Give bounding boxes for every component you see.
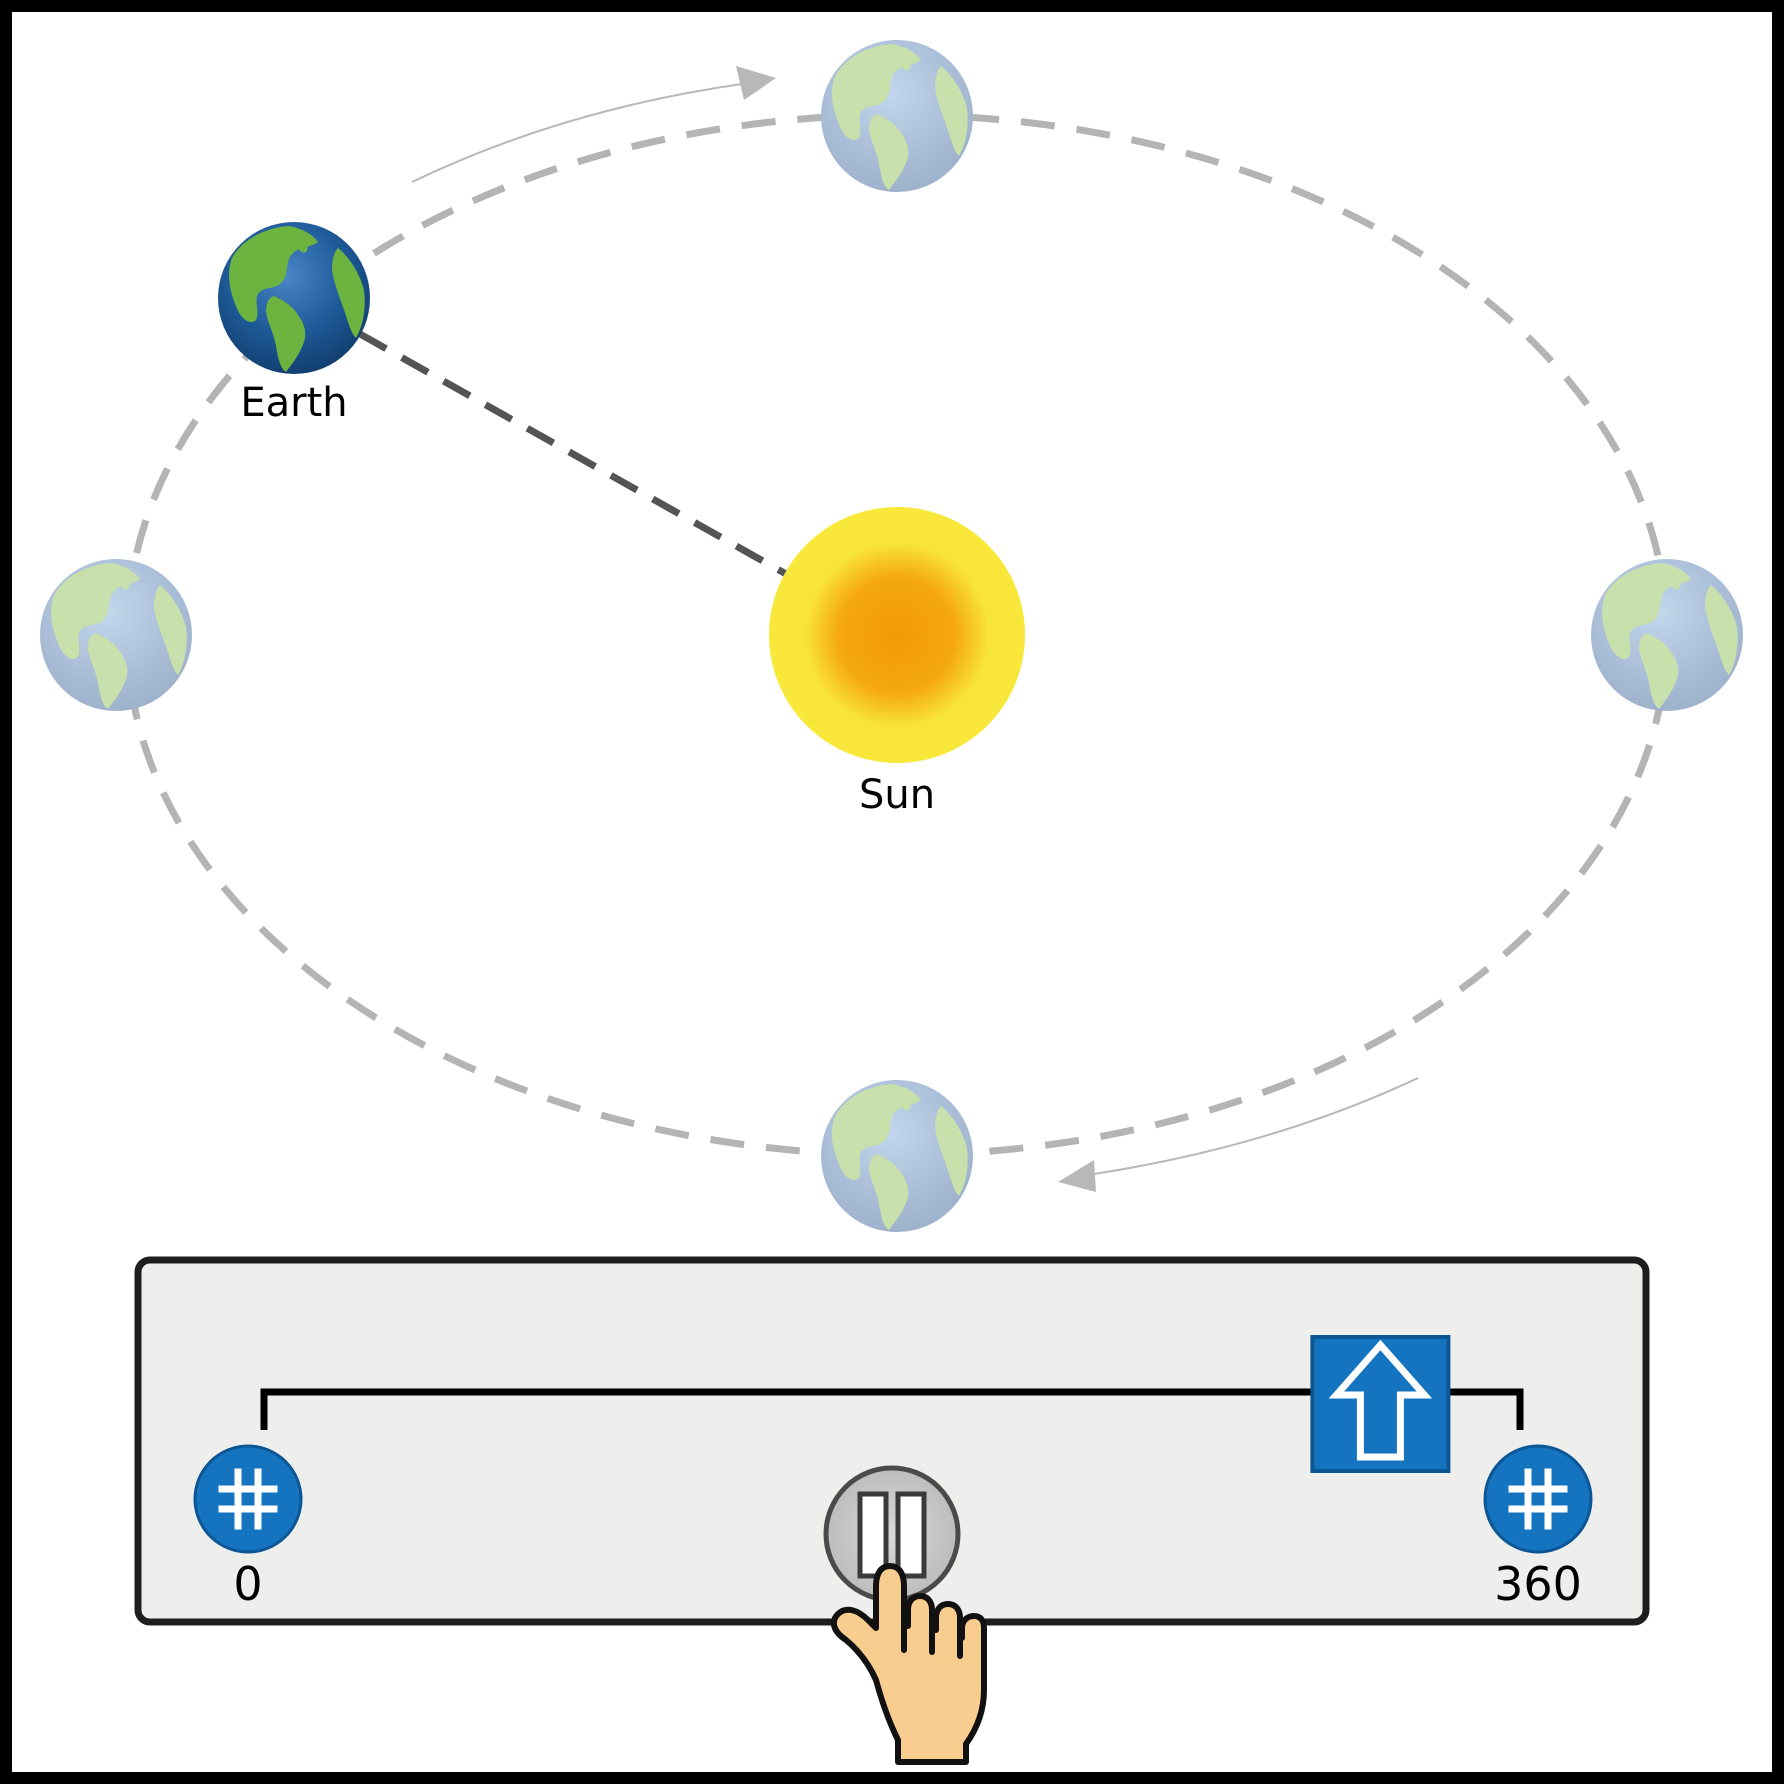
pause-icon xyxy=(857,1491,927,1579)
up-arrow-icon xyxy=(1328,1339,1433,1461)
hash-icon xyxy=(1508,1468,1568,1530)
direction-arrow-bottom xyxy=(1058,1077,1419,1192)
slider-thumb[interactable] xyxy=(1310,1335,1451,1473)
earth-label: Earth xyxy=(240,380,347,426)
earth-ghost-right-icon xyxy=(1591,559,1743,711)
slider-min-label: 0 xyxy=(233,1557,262,1611)
slider-max-endpoint[interactable] xyxy=(1483,1444,1593,1554)
sun-earth-line xyxy=(358,330,788,578)
pause-button[interactable] xyxy=(823,1465,961,1603)
earth-ghost-left-icon xyxy=(40,559,192,711)
slider-track[interactable] xyxy=(260,1388,1524,1430)
sun xyxy=(769,507,1025,763)
slider-max-label: 360 xyxy=(1494,1557,1582,1611)
hash-icon xyxy=(218,1468,278,1530)
earth-ghost-bottom-icon xyxy=(821,1080,973,1232)
pointing-hand-icon xyxy=(830,1563,987,1765)
earth-ghost-top-icon xyxy=(821,40,973,192)
direction-arrow-top xyxy=(411,66,776,183)
slider-min-endpoint[interactable] xyxy=(193,1444,303,1554)
sun-label: Sun xyxy=(859,772,935,818)
earth-icon xyxy=(218,222,370,374)
